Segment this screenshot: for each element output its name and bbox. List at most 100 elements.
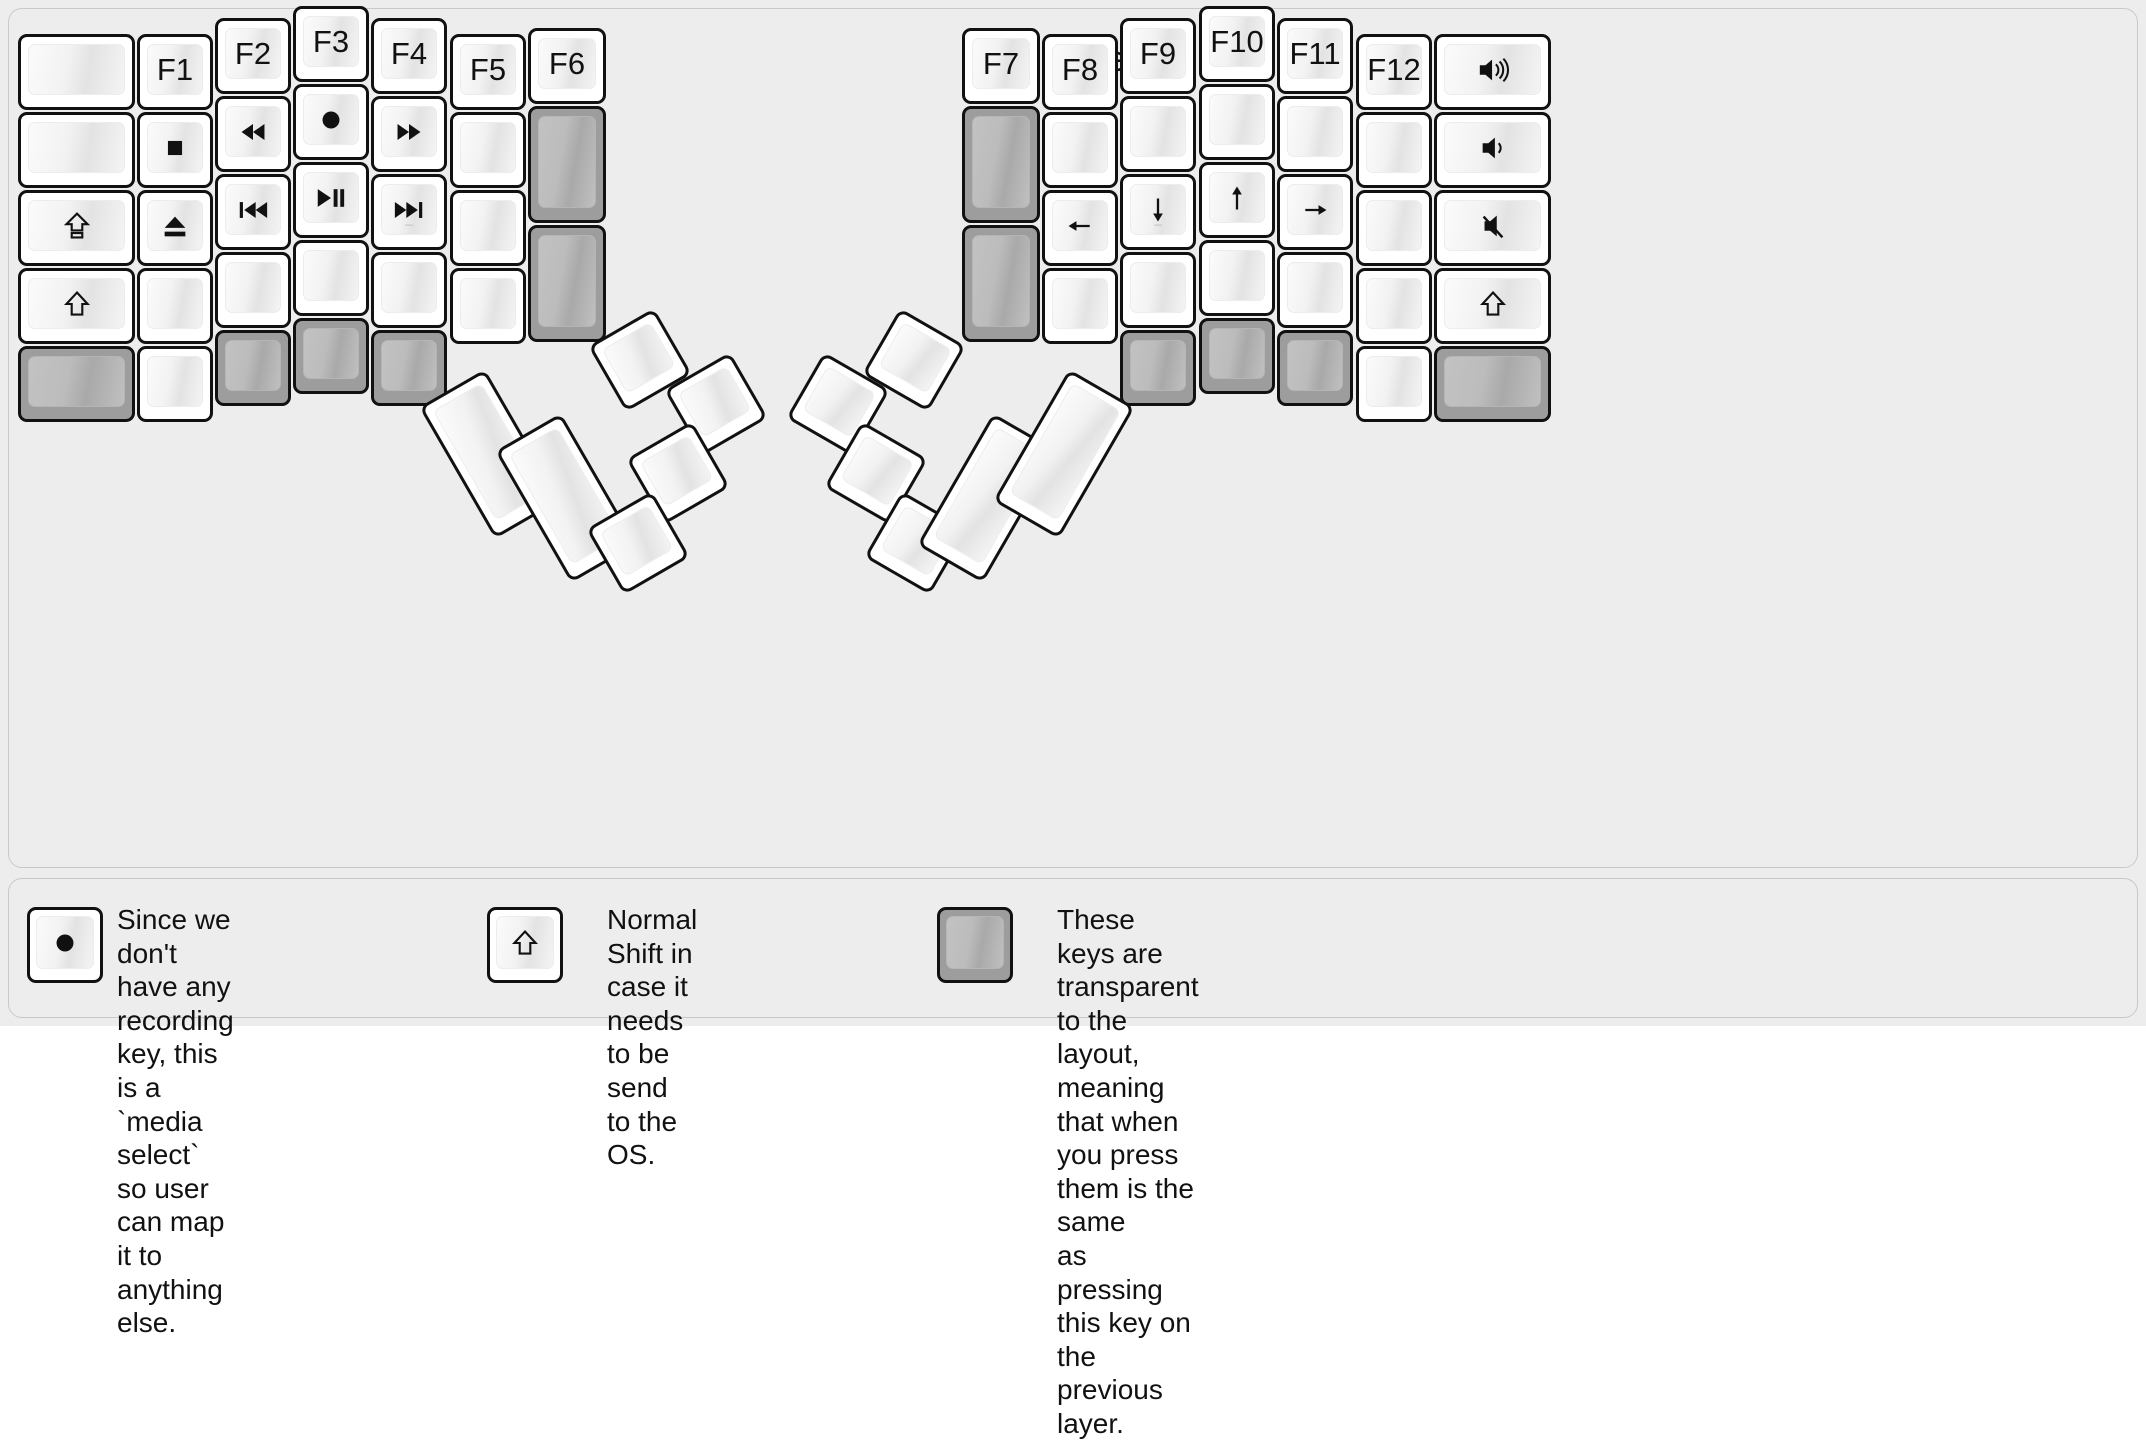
- key-col-f3-4[interactable]: [293, 318, 369, 394]
- key-col-f12-2[interactable]: [1356, 190, 1432, 266]
- key-sublabel: _: [1154, 211, 1162, 226]
- key-col-f2-2[interactable]: [215, 174, 291, 250]
- key-col-f12-4[interactable]: [1356, 346, 1432, 422]
- key-col-f5-2[interactable]: [450, 190, 526, 266]
- keycap-surface: F9: [1130, 28, 1186, 79]
- key-col-f11-2[interactable]: [1277, 174, 1353, 250]
- keycap-surface: [1209, 250, 1265, 301]
- key-col-f10-2[interactable]: [1199, 162, 1275, 238]
- keycap-surface: [225, 340, 281, 391]
- legend-text-1: Since we don't have any recording key, t…: [117, 904, 234, 1339]
- keycap-surface: [303, 250, 359, 301]
- key-col-f4-1[interactable]: [371, 96, 447, 172]
- arrow-right-icon: [1298, 195, 1332, 225]
- key-col-f8-1[interactable]: [1042, 112, 1118, 188]
- key-col-f5-3[interactable]: [450, 268, 526, 344]
- key-col-f10-3[interactable]: [1199, 240, 1275, 316]
- key-col-f3-3[interactable]: [293, 240, 369, 316]
- key-col-f7-1[interactable]: [962, 106, 1040, 223]
- key-col-outer-left-4[interactable]: [18, 346, 135, 422]
- key-col-f2-3[interactable]: [215, 252, 291, 328]
- key-col-f12-1[interactable]: [1356, 112, 1432, 188]
- key-col-f9-3[interactable]: [1120, 252, 1196, 328]
- key-col-f9-4[interactable]: [1120, 330, 1196, 406]
- key-col-outer-left-2[interactable]: [18, 190, 135, 266]
- keycap-surface: [225, 184, 281, 235]
- keycap-surface: F7: [972, 38, 1030, 89]
- legend-key-3[interactable]: [937, 907, 1013, 983]
- key-col-f1-3[interactable]: [137, 268, 213, 344]
- shift-outline-icon: [62, 288, 92, 320]
- key-label: F8: [1061, 52, 1099, 87]
- key-col-f10-4[interactable]: [1199, 318, 1275, 394]
- keycap-surface: [1287, 184, 1343, 235]
- key-col-outer-right-1[interactable]: [1434, 112, 1551, 188]
- key-col-outer-right-0[interactable]: [1434, 34, 1551, 110]
- key-col-f9-0[interactable]: F9: [1120, 18, 1196, 94]
- keycap-surface: [147, 356, 203, 407]
- keycap-surface: [381, 262, 437, 313]
- key-col-f8-2[interactable]: [1042, 190, 1118, 266]
- keycap-surface: [972, 116, 1030, 208]
- key-col-f1-0[interactable]: F1: [137, 34, 213, 110]
- key-col-f3-2[interactable]: [293, 162, 369, 238]
- key-col-f6-1[interactable]: [528, 106, 606, 223]
- key-col-f7-0[interactable]: F7: [962, 28, 1040, 104]
- key-col-f10-0[interactable]: F10: [1199, 6, 1275, 82]
- key-col-f3-1[interactable]: [293, 84, 369, 160]
- key-col-f8-3[interactable]: [1042, 268, 1118, 344]
- key-col-f11-4[interactable]: [1277, 330, 1353, 406]
- key-col-f11-3[interactable]: [1277, 252, 1353, 328]
- key-col-f10-1[interactable]: [1199, 84, 1275, 160]
- key-col-f6-2[interactable]: [528, 225, 606, 342]
- key-col-f2-1[interactable]: [215, 96, 291, 172]
- record-icon: [49, 927, 81, 959]
- key-label: F6: [548, 46, 586, 81]
- arrow-up-icon: [1222, 180, 1252, 216]
- key-col-f9-2[interactable]: _: [1120, 174, 1196, 250]
- key-col-f3-0[interactable]: F3: [293, 6, 369, 82]
- key-col-f2-0[interactable]: F2: [215, 18, 291, 94]
- legend-key-1[interactable]: [27, 907, 103, 983]
- key-col-f12-0[interactable]: F12: [1356, 34, 1432, 110]
- key-col-f5-0[interactable]: F5: [450, 34, 526, 110]
- key-col-f11-0[interactable]: F11: [1277, 18, 1353, 94]
- key-col-outer-left-0[interactable]: [18, 34, 135, 110]
- key-col-f4-0[interactable]: F4: [371, 18, 447, 94]
- key-col-f7-2[interactable]: [962, 225, 1040, 342]
- keycap-surface: [225, 262, 281, 313]
- keycap-surface: [1130, 262, 1186, 313]
- key-col-outer-right-4[interactable]: [1434, 346, 1551, 422]
- key-col-f4-2[interactable]: _: [371, 174, 447, 250]
- keycap-surface: [1444, 200, 1541, 251]
- key-label: F2: [234, 36, 272, 71]
- arrow-down-icon: [1143, 192, 1173, 228]
- keycap-surface: [1444, 278, 1541, 329]
- key-col-outer-left-1[interactable]: [18, 112, 135, 188]
- key-col-f12-3[interactable]: [1356, 268, 1432, 344]
- key-col-f1-2[interactable]: [137, 190, 213, 266]
- key-col-outer-right-2[interactable]: [1434, 190, 1551, 266]
- keycap-surface: [1209, 328, 1265, 379]
- key-col-f2-4[interactable]: [215, 330, 291, 406]
- keycap-surface: [538, 116, 596, 208]
- key-col-f1-1[interactable]: [137, 112, 213, 188]
- keycap-surface: [381, 340, 437, 391]
- keycap-surface: [1287, 262, 1343, 313]
- stop-icon: [160, 133, 190, 163]
- legend-panel: Since we don't have any recording key, t…: [8, 878, 2138, 1439]
- key-col-f1-4[interactable]: [137, 346, 213, 422]
- legend-key-2[interactable]: [487, 907, 563, 983]
- key-col-f6-0[interactable]: F6: [528, 28, 606, 104]
- key-label: F5: [469, 52, 507, 87]
- key-col-f8-0[interactable]: F8: [1042, 34, 1118, 110]
- key-col-f5-1[interactable]: [450, 112, 526, 188]
- key-col-f9-1[interactable]: [1120, 96, 1196, 172]
- key-col-f11-1[interactable]: [1277, 96, 1353, 172]
- key-col-outer-right-3[interactable]: [1434, 268, 1551, 344]
- key-col-f4-4[interactable]: [371, 330, 447, 406]
- keycap-surface: F6: [538, 38, 596, 89]
- volume-down-icon: [1477, 132, 1509, 164]
- key-col-f4-3[interactable]: [371, 252, 447, 328]
- key-col-outer-left-3[interactable]: [18, 268, 135, 344]
